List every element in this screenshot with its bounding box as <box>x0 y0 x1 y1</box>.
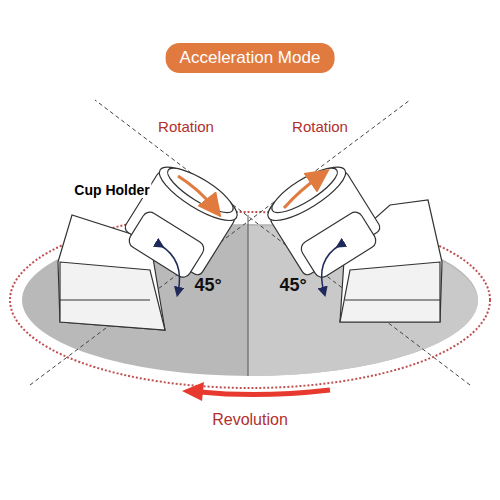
revolution-label: Revolution <box>209 411 291 429</box>
angle-label: 45° <box>279 275 306 296</box>
part-label: Cup Holder <box>72 182 151 198</box>
title-pill: Acceleration Mode <box>166 43 335 73</box>
rotation-label: Rotation <box>155 118 217 135</box>
angle-label: 45° <box>194 275 221 296</box>
rotation-label: Rotation <box>289 118 351 135</box>
